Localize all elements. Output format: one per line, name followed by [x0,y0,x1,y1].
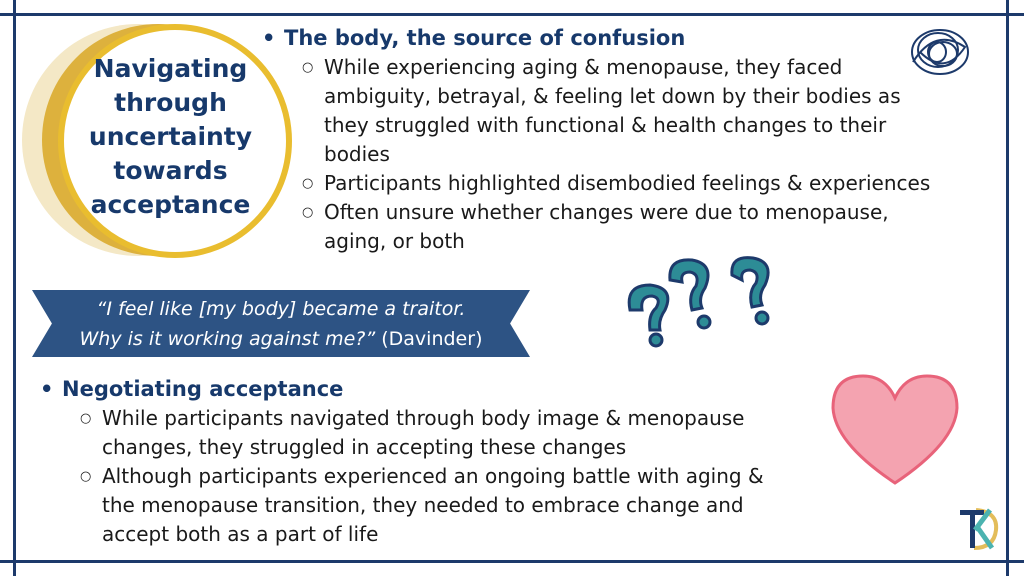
quote-line2: Why is it working against me?” [79,328,376,350]
question-marks-icon [627,256,770,348]
section-heading: The body, the source of confusion [262,23,997,53]
quote-attribution: (Davinder) [381,328,483,350]
scribble-icon [911,29,969,75]
frame-right-line [1006,0,1009,576]
heart-icon [831,374,959,485]
list-item: Often unsure whether changes were due to… [302,198,934,256]
frame-left-line [13,0,16,576]
slide-title: Navigating through uncertainty towards a… [88,54,253,219]
list-item: Participants highlighted disembodied fee… [302,169,997,198]
quote-line1: “I feel like [my body] became a traitor. [96,298,466,320]
frame-bottom-line [0,560,1024,563]
tkd-logo [958,508,1003,552]
section-heading: Negotiating acceptance [40,374,820,404]
section-negotiating-acceptance: Negotiating acceptance While participant… [40,374,820,549]
quote-banner: “I feel like [my body] became a traitor.… [32,290,530,357]
frame-top-line [0,13,1024,16]
list-item: While experiencing aging & menopause, th… [302,53,934,169]
list-item: Although participants experienced an ong… [80,462,802,549]
section-body-confusion: The body, the source of confusion While … [262,23,997,256]
list-item: While participants navigated through bod… [80,404,802,462]
title-circle [58,24,292,258]
